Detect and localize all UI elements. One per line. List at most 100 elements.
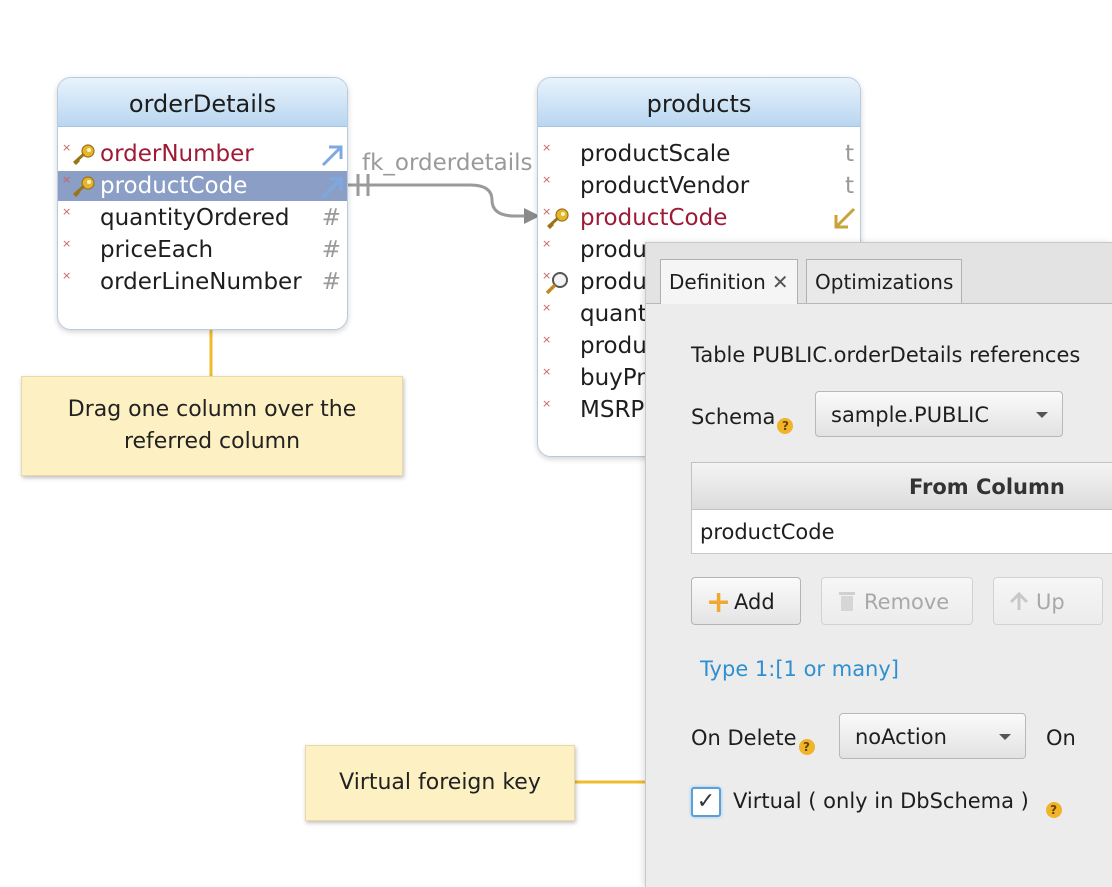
trash-icon bbox=[836, 578, 858, 626]
column-name: produ bbox=[580, 333, 647, 359]
column-type: t bbox=[844, 173, 854, 199]
column-name: produ bbox=[580, 237, 647, 263]
references-description: Table PUBLIC.orderDetails references bbox=[691, 343, 1081, 367]
callout-drag-hint: Drag one column over the referred column bbox=[21, 376, 403, 476]
callout-text: referred column bbox=[123, 429, 301, 454]
table-row[interactable]: productCode bbox=[691, 510, 1112, 554]
callout-virtual-fk: Virtual foreign key bbox=[305, 745, 575, 821]
callout-text: Virtual foreign key bbox=[339, 770, 541, 795]
column-row[interactable]: × orderNumber bbox=[58, 139, 347, 169]
tab-optimizations[interactable]: Optimizations bbox=[806, 259, 963, 303]
not-null-marker: × bbox=[542, 205, 552, 218]
on-delete-label-text: On Delete bbox=[691, 726, 797, 750]
schema-select[interactable]: sample.PUBLIC bbox=[815, 391, 1063, 437]
column-row[interactable]: × quantityOrdered # bbox=[58, 203, 347, 233]
column-name: priceEach bbox=[100, 237, 214, 263]
check-icon: ✓ bbox=[696, 789, 716, 814]
column-type: # bbox=[321, 237, 341, 263]
column-row[interactable]: × produ bbox=[538, 331, 860, 361]
column-row[interactable]: × priceEach # bbox=[58, 235, 347, 265]
not-null-marker: × bbox=[62, 205, 72, 218]
tab-label: Optimizations bbox=[815, 270, 954, 294]
not-null-marker: × bbox=[542, 237, 552, 250]
column-type: # bbox=[321, 269, 341, 295]
table-title[interactable]: orderDetails bbox=[58, 78, 347, 127]
on-delete-select[interactable]: noAction bbox=[839, 713, 1026, 759]
from-column-header: From Column bbox=[909, 475, 1065, 499]
primary-key-icon bbox=[72, 176, 95, 197]
tab-definition[interactable]: Definition✕ bbox=[660, 259, 798, 304]
column-type: # bbox=[321, 205, 341, 231]
not-null-marker: × bbox=[542, 397, 552, 410]
not-null-marker: × bbox=[542, 301, 552, 314]
on-update-label: On bbox=[1046, 726, 1076, 750]
chevron-down-icon bbox=[999, 734, 1011, 740]
primary-key-icon bbox=[72, 144, 95, 165]
arrow-up-right-icon bbox=[321, 145, 343, 167]
not-null-marker: × bbox=[542, 173, 552, 186]
callout-text: Drag one column over the bbox=[67, 397, 357, 422]
column-name: quantityOrdered bbox=[100, 205, 290, 231]
from-column-cell: productCode bbox=[700, 520, 835, 544]
not-null-marker: × bbox=[542, 333, 552, 346]
primary-key-icon bbox=[546, 208, 569, 229]
column-row[interactable]: × produ bbox=[538, 235, 860, 265]
help-icon[interactable]: ? bbox=[798, 739, 815, 755]
column-name: MSRP bbox=[580, 397, 645, 423]
column-row[interactable]: × productCode bbox=[58, 171, 347, 201]
table-title[interactable]: products bbox=[538, 78, 860, 127]
column-row[interactable]: × buyPr bbox=[538, 363, 860, 393]
help-icon[interactable]: ? bbox=[1045, 802, 1062, 818]
arrow-up-icon bbox=[1008, 578, 1030, 626]
plus-icon: + bbox=[706, 585, 732, 620]
relation-label[interactable]: fk_orderdetails bbox=[362, 150, 533, 176]
tab-bar: Definition✕ Optimizations bbox=[646, 243, 1112, 304]
schema-label: Schema? bbox=[691, 405, 794, 434]
table-orderdetails[interactable]: orderDetails × orderNumber × productCode… bbox=[57, 77, 348, 330]
column-grid-header[interactable]: From Column bbox=[691, 462, 1112, 510]
column-name: productScale bbox=[580, 141, 731, 167]
foreign-key-dialog: Definition✕ Optimizations Table PUBLIC.o… bbox=[645, 242, 1112, 887]
cardinality-link[interactable]: Type 1:[1 or many] bbox=[700, 657, 899, 681]
column-name: orderNumber bbox=[100, 141, 254, 167]
column-row[interactable]: × productVendor t bbox=[538, 171, 860, 201]
remove-button-label: Remove bbox=[864, 590, 950, 614]
schema-select-value: sample.PUBLIC bbox=[831, 403, 990, 427]
tab-label: Definition bbox=[669, 270, 766, 294]
column-name: orderLineNumber bbox=[100, 269, 302, 295]
not-null-marker: × bbox=[542, 365, 552, 378]
column-row[interactable]: × productScale t bbox=[538, 139, 860, 169]
column-name: buyPr bbox=[580, 365, 646, 391]
virtual-checkbox[interactable]: ✓ bbox=[691, 787, 721, 817]
not-null-marker: × bbox=[542, 141, 552, 154]
close-icon[interactable]: ✕ bbox=[771, 270, 789, 294]
up-button-label: Up bbox=[1036, 590, 1065, 614]
not-null-marker: × bbox=[542, 269, 552, 282]
add-button[interactable]: +Add bbox=[691, 577, 801, 625]
arrow-down-left-icon bbox=[834, 207, 856, 229]
column-name: produ bbox=[580, 269, 647, 295]
column-row[interactable]: × productCode bbox=[538, 203, 860, 233]
column-type: t bbox=[844, 141, 854, 167]
arrow-up-right-icon bbox=[321, 177, 343, 199]
on-delete-label: On Delete? bbox=[691, 726, 815, 755]
virtual-checkbox-label-text: Virtual ( only in DbSchema ) bbox=[733, 789, 1029, 813]
remove-button[interactable]: Remove bbox=[821, 577, 973, 625]
virtual-checkbox-label[interactable]: Virtual ( only in DbSchema ) ? bbox=[733, 789, 1062, 818]
not-null-marker: × bbox=[62, 269, 72, 282]
chevron-down-icon bbox=[1036, 412, 1048, 418]
column-row[interactable]: × quant bbox=[538, 299, 860, 329]
help-icon[interactable]: ? bbox=[777, 418, 794, 434]
column-name: productCode bbox=[100, 173, 248, 199]
column-row[interactable]: × produ bbox=[538, 267, 860, 297]
not-null-marker: × bbox=[62, 237, 72, 250]
schema-label-text: Schema bbox=[691, 405, 776, 429]
column-name: quant bbox=[580, 301, 647, 327]
column-row[interactable]: × MSRP bbox=[538, 395, 860, 425]
not-null-marker: × bbox=[62, 141, 72, 154]
not-null-marker: × bbox=[62, 173, 72, 186]
column-name: productCode bbox=[580, 205, 728, 231]
up-button[interactable]: Up bbox=[993, 577, 1103, 625]
column-name: productVendor bbox=[580, 173, 750, 199]
column-row[interactable]: × orderLineNumber # bbox=[58, 267, 347, 297]
